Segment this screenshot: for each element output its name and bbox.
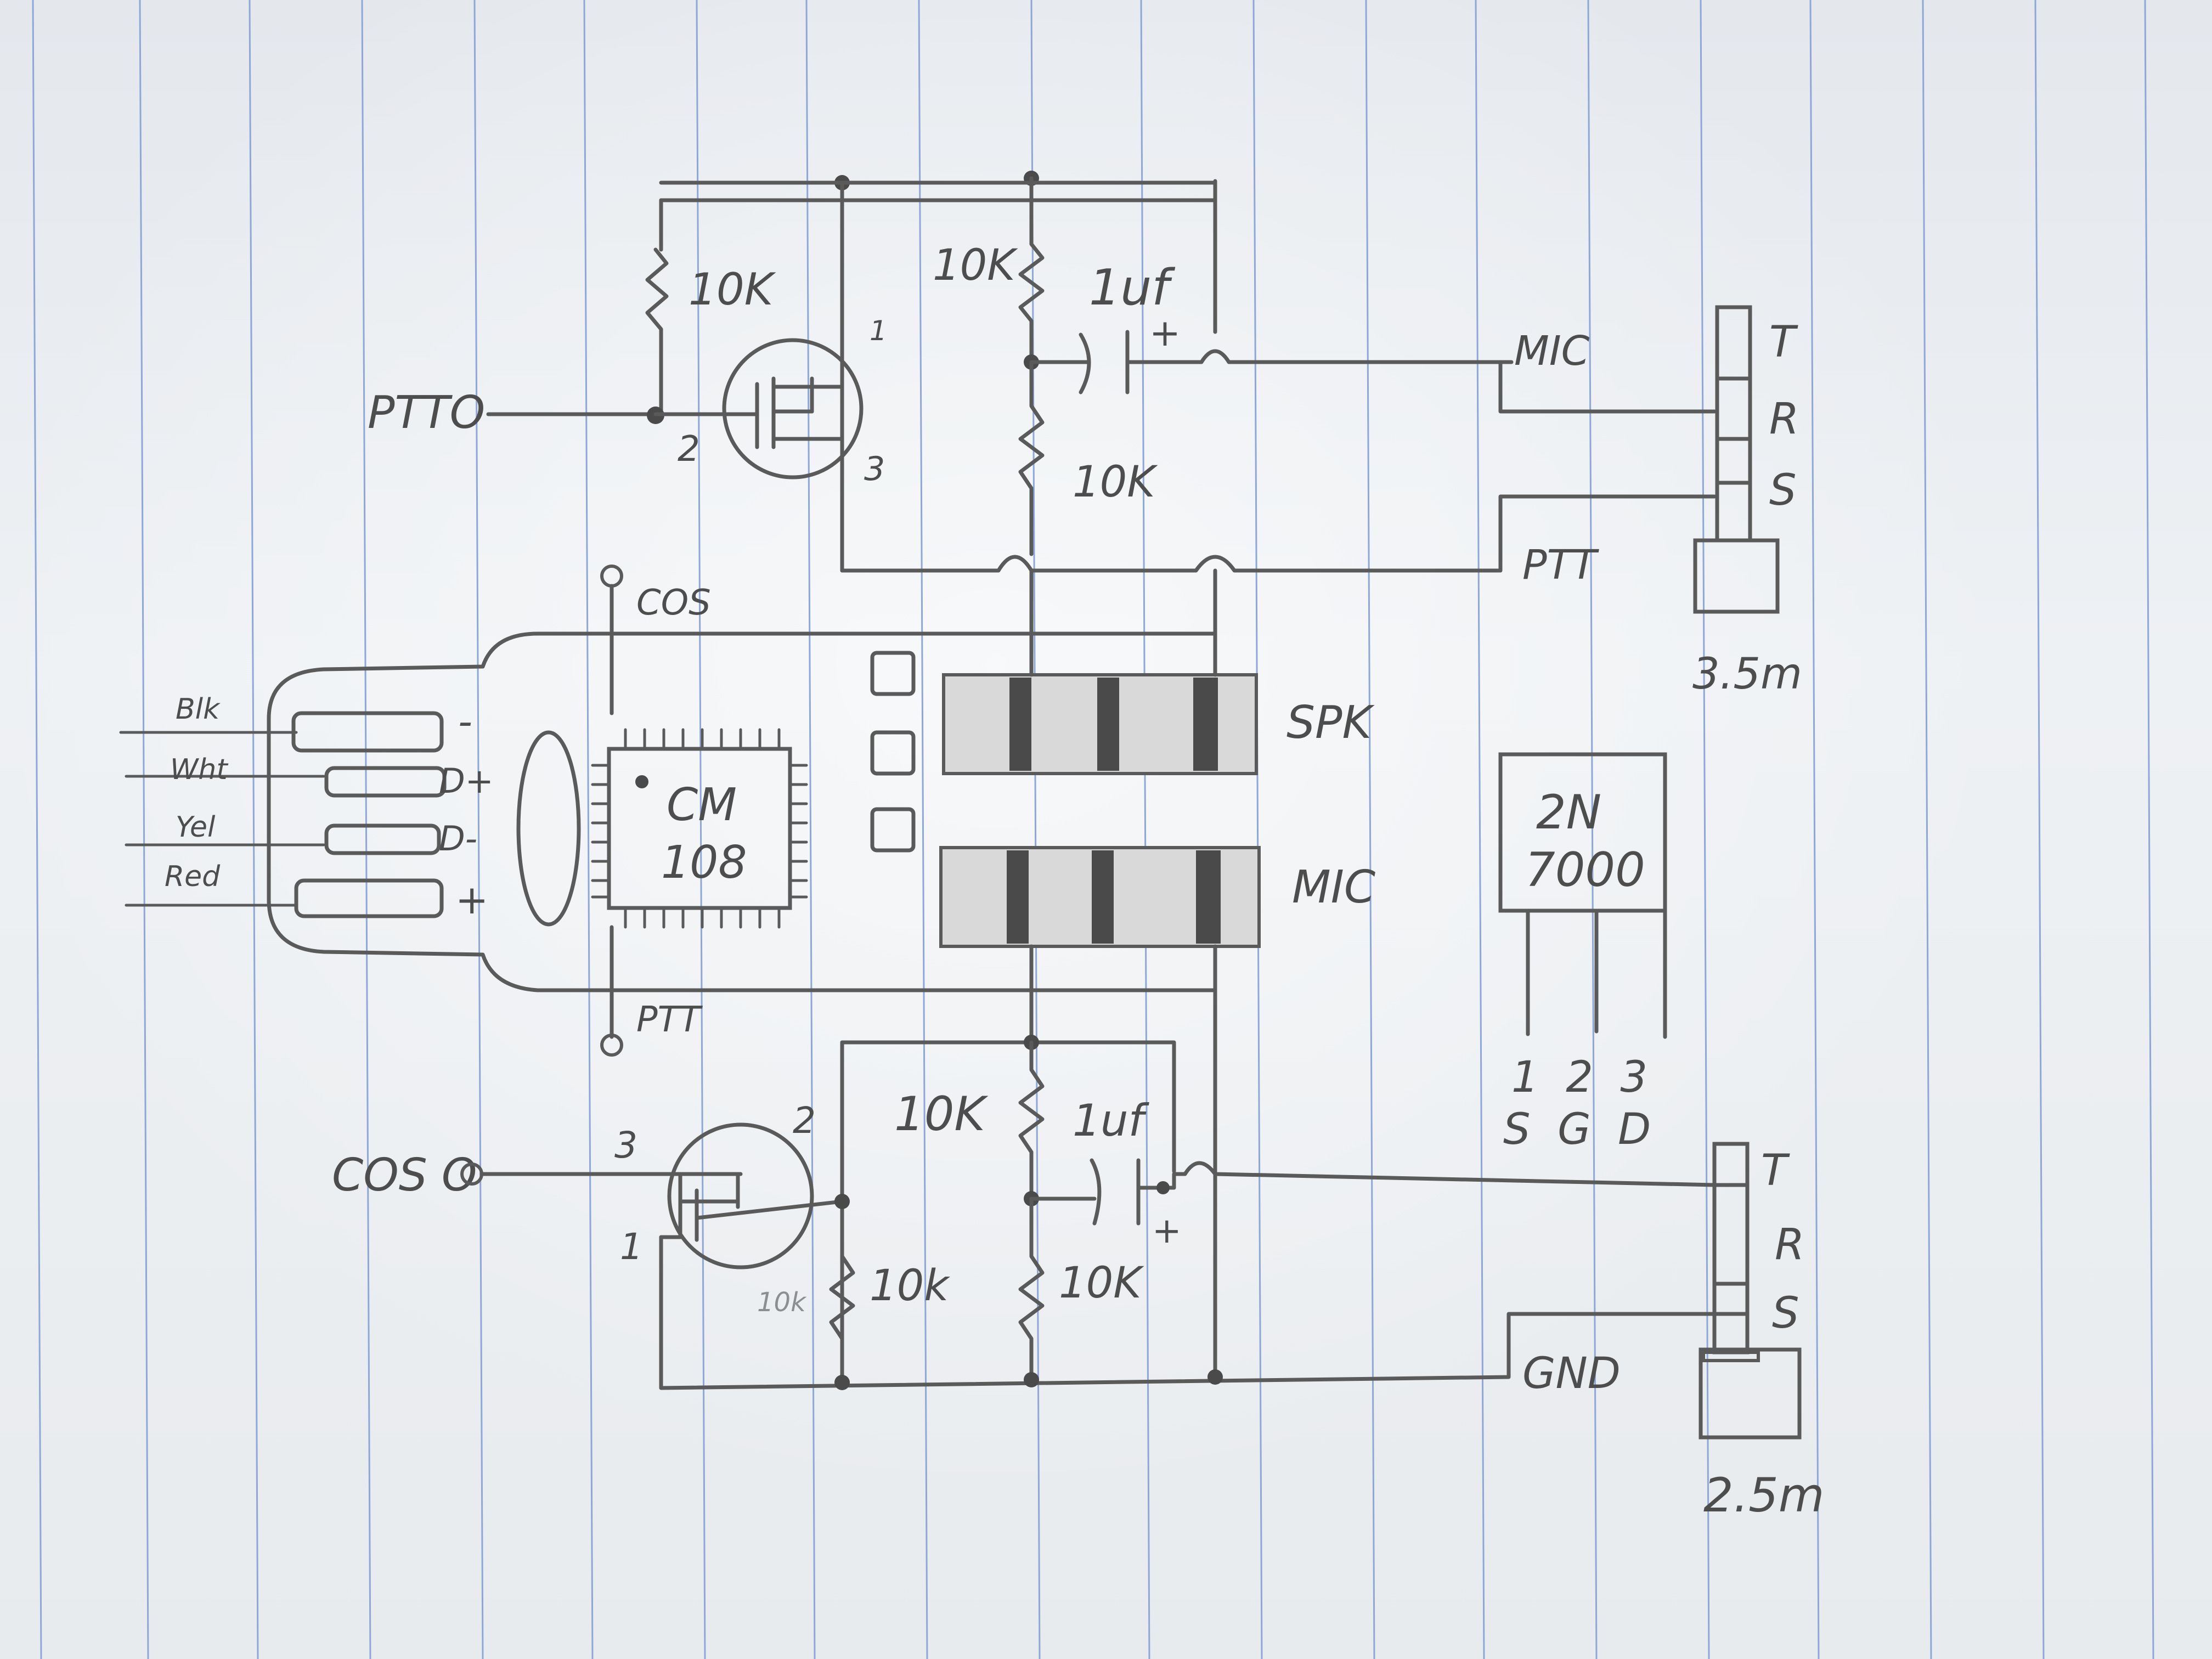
pin3-bottom: 3 (614, 1124, 637, 1166)
label-c1-top: 1uf (1089, 259, 1176, 317)
label-ptt-line: PTT (1522, 541, 1600, 589)
usb-pad-dplus (324, 766, 447, 798)
fet-label-line1: 2N (1536, 785, 1601, 840)
label-cos-input: COS O (332, 1149, 477, 1201)
cap-plus-top: + (1149, 312, 1181, 355)
smd-pad-3 (870, 807, 916, 853)
resistor-r3-top (1018, 360, 1045, 556)
pin1-bottom: 1 (620, 1226, 643, 1268)
label-r3-bottom-faint: 10k (757, 1287, 807, 1318)
usb-minus-label: - (458, 698, 472, 744)
smd-pad-2 (870, 730, 916, 776)
junction-dot (1024, 1372, 1039, 1387)
fet-pinout-2n7000 (1498, 752, 1667, 1039)
crystal-oval (516, 730, 581, 927)
chip-cm108 (591, 728, 808, 929)
label-mic-body: MIC (1292, 861, 1375, 913)
jack-2-5mm (1699, 1142, 1802, 1440)
label-gnd: GND (1522, 1349, 1621, 1398)
top-ptt-circuit: 10K PTTO 2 1 3 10K 10K (368, 171, 1802, 699)
label-r4-bottom: 10K (1059, 1259, 1144, 1308)
cap-plus-bottom: + (1152, 1211, 1182, 1251)
label-r1-bottom: 10K (894, 1087, 989, 1142)
pin2-top: 2 (678, 429, 700, 470)
jack1-sleeve: S (1769, 466, 1797, 515)
pin3-top: 3 (864, 450, 885, 488)
usb-pad-minus (291, 711, 444, 753)
junction-dot (834, 1194, 850, 1209)
chip-label-line1: CM (667, 779, 737, 831)
label-c1-bottom: 1uf (1073, 1095, 1150, 1146)
mic-jack-body (939, 846, 1261, 948)
mosfet-bottom (659, 1122, 844, 1269)
resistor-r2-bottom (829, 1238, 855, 1379)
jack2-size: 2.5m (1703, 1468, 1825, 1523)
jack2-sleeve: S (1772, 1289, 1799, 1338)
usb-dminus-label: D- (439, 819, 477, 859)
resistor-r1-bottom (1018, 1040, 1045, 1201)
ptt-bottom-terminal (600, 1034, 623, 1057)
smd-pad-1 (870, 651, 916, 696)
jack2-tip: T (1761, 1146, 1790, 1195)
capacitor-c1-top (1029, 330, 1514, 394)
wire-wht: Wht (170, 753, 228, 786)
label-mic-line: MIC (1514, 328, 1590, 375)
pin1-top: 1 (870, 315, 887, 347)
jack1-size: 3.5m (1692, 650, 1802, 699)
label-ptt-input: PTTO (368, 387, 485, 439)
usb-pad-dminus (324, 823, 441, 855)
wire-yel: Yel (176, 811, 216, 844)
spk-jack-body (942, 673, 1258, 775)
cos-top-terminal (600, 565, 623, 588)
rule-lines (32, 0, 2154, 1659)
resistor-r2-top (1018, 239, 1045, 364)
chip-label-line2: 108 (661, 837, 747, 889)
fet-label-line2: 7000 (1525, 843, 1645, 898)
jack1-ring: R (1769, 394, 1799, 444)
usb-dplus-label: D+ (439, 761, 494, 801)
fet-pin-numbers: 1 2 3 (1511, 1053, 1647, 1102)
bottom-cos-circuit: COS O 3 2 1 10K 10K 10k 10k (332, 1035, 1825, 1523)
mosfet-top (653, 338, 864, 479)
capacitor-c1-bottom (1029, 1158, 1717, 1226)
label-r3-top: 10K (1073, 458, 1158, 507)
resistor-r4-bottom (1018, 1197, 1045, 1379)
jack1-tip: T (1769, 318, 1798, 367)
label-r2-top: 10K (933, 241, 1018, 290)
label-spk: SPK (1286, 697, 1375, 749)
wire-red: Red (165, 860, 221, 893)
junction-dot (1207, 1369, 1223, 1385)
resistor-r1-top (645, 247, 669, 419)
label-r1-top: 10K (689, 264, 776, 315)
pin2-bottom: 2 (793, 1099, 816, 1142)
fet-pin-names: S G D (1503, 1105, 1651, 1154)
usb-dongle: COS Blk Wht Yel Red - D+ D- + CM (119, 565, 1375, 1379)
label-cos-top: COS (636, 583, 711, 623)
usb-plus-label: + (455, 877, 488, 923)
jack2-ring: R (1775, 1220, 1804, 1269)
junction-dot (834, 1375, 850, 1390)
usb-pad-plus (294, 878, 444, 918)
jack-3-5mm (1693, 305, 1780, 614)
label-r2-bottom: 10k (870, 1261, 950, 1311)
wire-blk: Blk (176, 693, 221, 726)
label-ptt-bottom: PTT (636, 1000, 703, 1040)
